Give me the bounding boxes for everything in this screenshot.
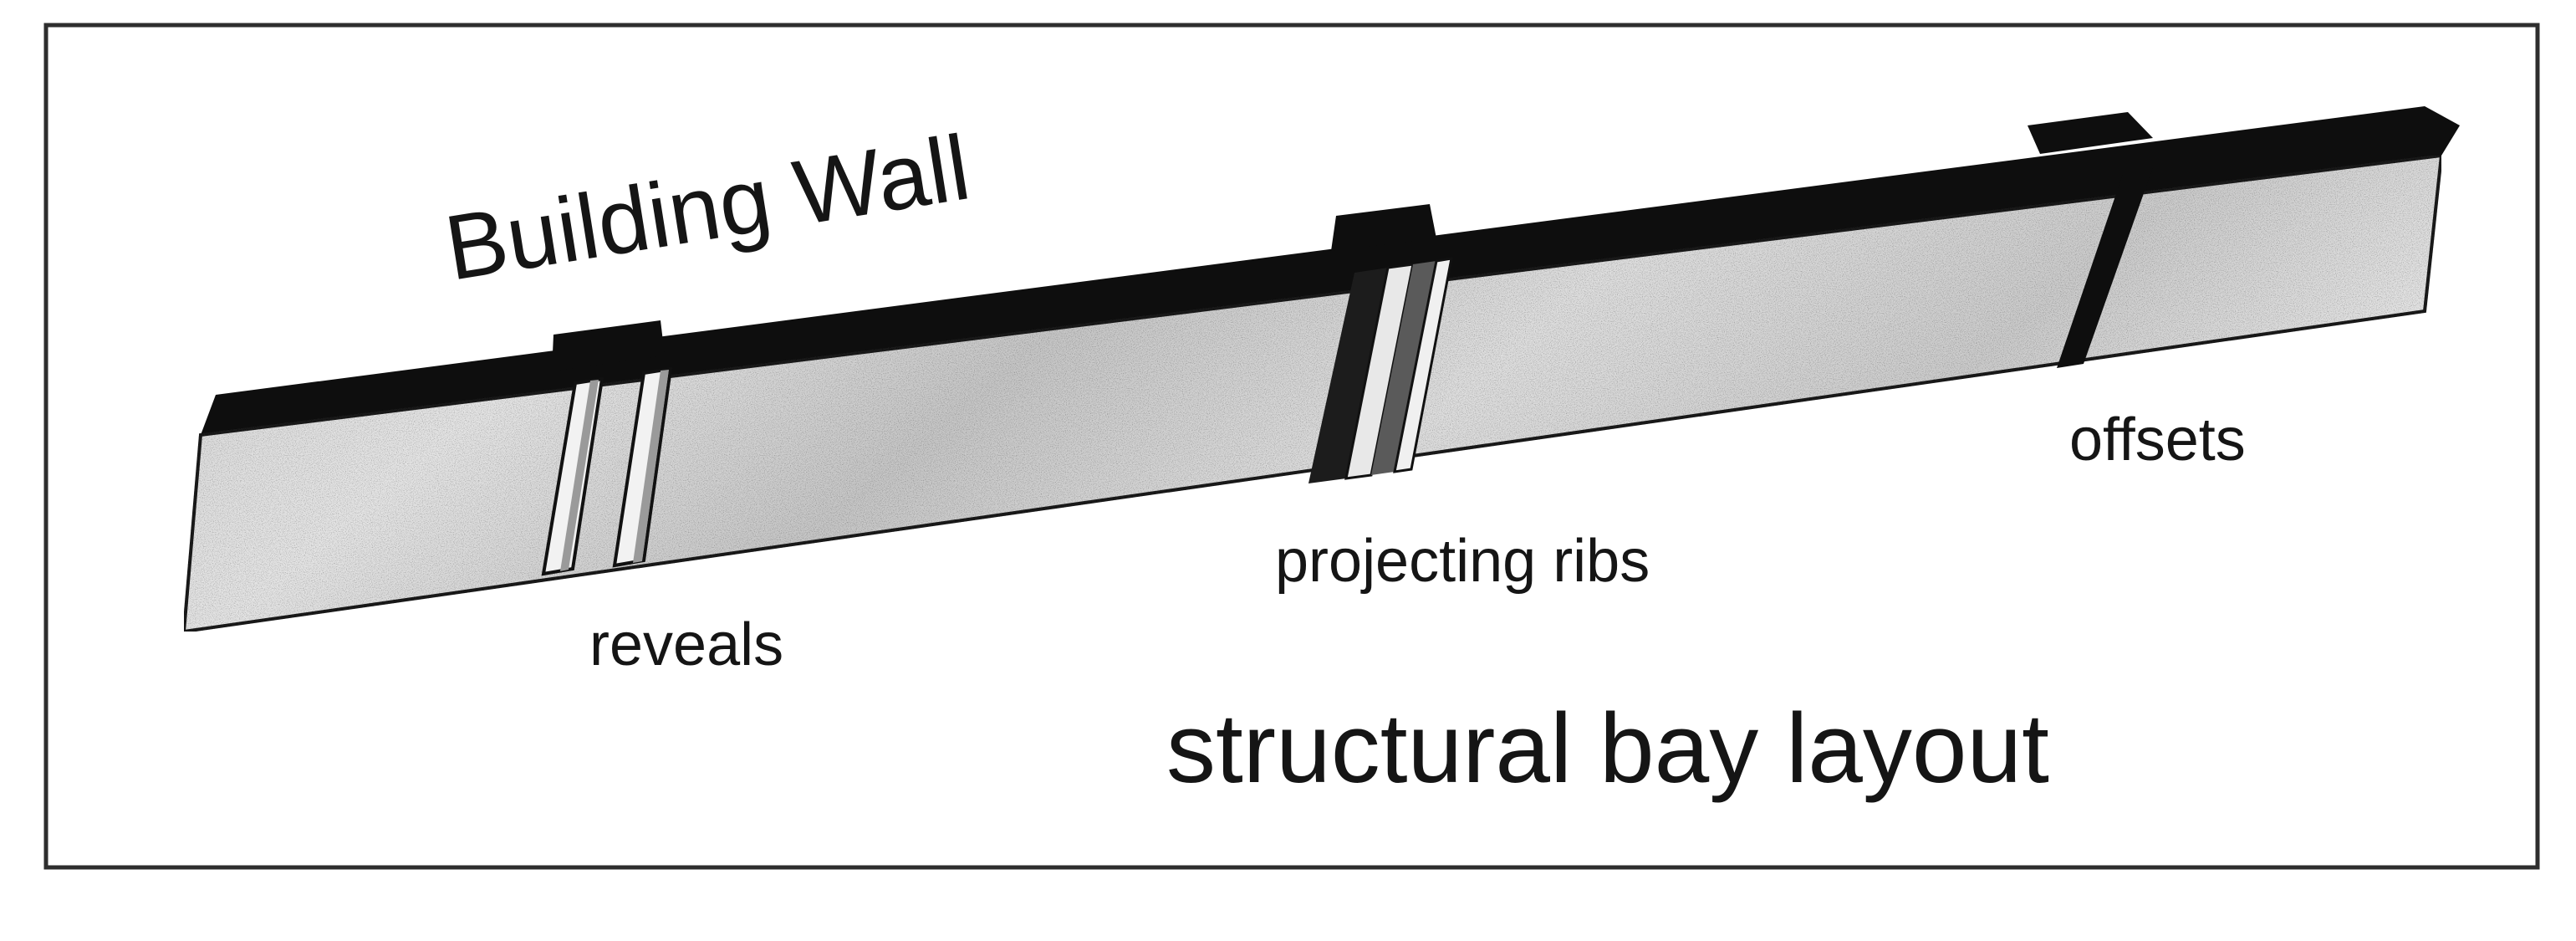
reveals-cap <box>552 320 665 371</box>
reveals-grooves <box>541 366 673 576</box>
label-reveals: reveals <box>589 611 783 678</box>
offsets-step <box>2057 167 2153 368</box>
projecting-ribs-cap <box>1331 204 1436 251</box>
wall-face <box>181 153 2444 634</box>
label-projecting-ribs: projecting ribs <box>1275 528 1650 595</box>
label-offsets: offsets <box>2069 407 2246 473</box>
diagram-caption: structural bay layout <box>1166 693 2049 804</box>
projecting-ribs-band <box>1308 257 1453 483</box>
offsets-cap <box>2028 112 2153 154</box>
wall-top-ledge <box>201 106 2460 435</box>
